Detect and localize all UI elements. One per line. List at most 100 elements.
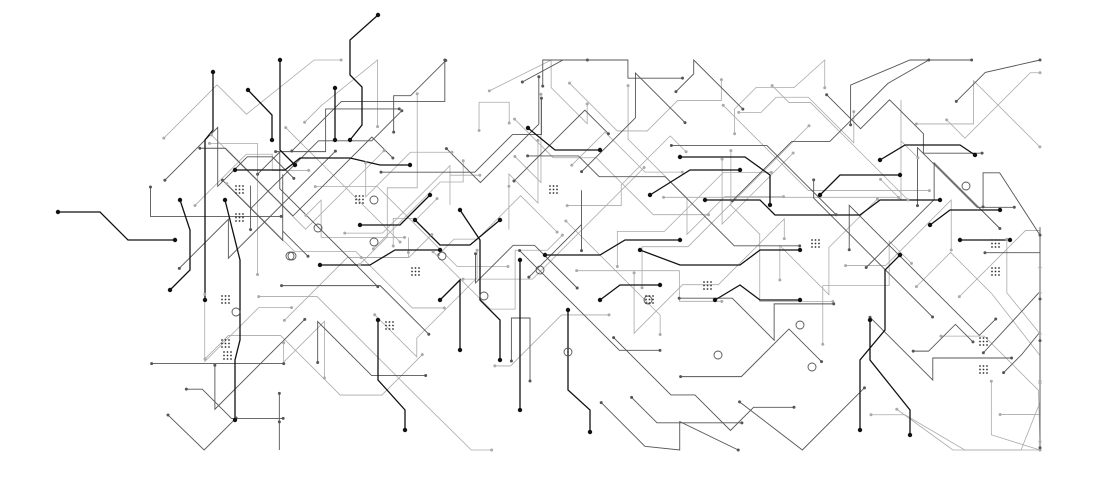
- grid-dot: [230, 351, 232, 353]
- node-dot: [282, 341, 286, 345]
- node-dot: [580, 249, 584, 253]
- grid-dot: [991, 246, 993, 248]
- node-dot: [166, 413, 170, 417]
- grid-dot: [242, 216, 244, 219]
- grid-dot: [979, 372, 981, 374]
- node-dot: [1012, 205, 1016, 209]
- light-trace: [896, 408, 1040, 451]
- node-dot: [517, 407, 523, 413]
- node-dot: [444, 147, 448, 151]
- grid-dot: [228, 346, 230, 348]
- dark-trace: [527, 127, 600, 151]
- node-dot: [658, 348, 662, 352]
- grid-dot: [385, 328, 387, 330]
- node-dot: [513, 117, 517, 121]
- node-dot: [684, 150, 688, 154]
- grid-dot: [703, 284, 705, 287]
- node-dot: [424, 374, 428, 378]
- node-dot: [232, 417, 238, 423]
- node-dot: [209, 133, 213, 137]
- node-dot: [823, 86, 827, 90]
- node-dot: [280, 284, 284, 288]
- node-dot: [507, 121, 511, 125]
- node-dot: [737, 167, 743, 173]
- light-trace: [258, 296, 492, 451]
- grid-dot: [986, 372, 988, 374]
- node-dot: [198, 146, 202, 150]
- grid-dot: [818, 246, 820, 248]
- dark-trace: [320, 249, 440, 266]
- node-dot: [971, 340, 975, 344]
- light-trace: [734, 59, 826, 134]
- grid-dot: [979, 344, 981, 346]
- node-dot: [371, 247, 375, 251]
- node-dot: [442, 306, 446, 310]
- mid-trace: [275, 108, 400, 153]
- grid-dot: [385, 321, 387, 323]
- dark-trace: [545, 239, 680, 256]
- node-dot: [737, 110, 741, 114]
- node-dot: [403, 235, 407, 239]
- mid-trace: [913, 323, 974, 352]
- node-dot: [769, 170, 773, 174]
- node-dot: [148, 185, 152, 189]
- ring-node: [795, 320, 805, 330]
- node-dot: [972, 152, 978, 158]
- mid-trace: [671, 145, 837, 216]
- node-dot: [277, 57, 283, 63]
- grid-dot: [549, 185, 551, 187]
- node-dot: [1038, 381, 1042, 385]
- mid-trace: [510, 317, 531, 381]
- grid-dot: [228, 342, 230, 345]
- grid-dot: [411, 274, 413, 276]
- light-trace: [463, 167, 645, 280]
- grid-dot: [982, 340, 985, 343]
- ring-node: [713, 350, 723, 360]
- node-dot: [317, 262, 323, 268]
- node-dot: [877, 157, 883, 163]
- node-dot: [55, 209, 61, 215]
- grid-dot: [648, 295, 651, 297]
- grid-dot: [998, 242, 1000, 245]
- node-dot: [797, 297, 803, 303]
- mid-trace: [250, 110, 403, 230]
- node-dot: [162, 136, 166, 140]
- node-dot: [994, 317, 998, 321]
- grid-dot: [998, 274, 1000, 276]
- mid-trace: [983, 290, 1041, 354]
- grid-dot: [355, 195, 357, 197]
- mid-trace: [167, 414, 237, 451]
- light-trace: [779, 198, 878, 296]
- node-dot: [719, 78, 723, 82]
- mid-trace: [675, 58, 744, 110]
- node-dot: [391, 156, 395, 160]
- grid-dot: [224, 339, 227, 341]
- grid-dot: [811, 246, 813, 248]
- node-dot: [332, 137, 338, 143]
- grid-dot: [652, 298, 654, 301]
- node-dot: [674, 90, 678, 94]
- node-dot: [632, 271, 636, 275]
- mid-trace: [186, 388, 284, 419]
- node-dot: [527, 275, 531, 279]
- node-dot: [437, 247, 443, 253]
- light-trace: [226, 183, 445, 309]
- grid-dot: [991, 239, 993, 241]
- node-dot: [391, 244, 395, 248]
- dark-trace: [819, 174, 900, 196]
- node-dot: [249, 228, 253, 232]
- node-dot: [375, 317, 381, 323]
- light-trace: [211, 134, 385, 230]
- grid-dot: [228, 298, 230, 301]
- node-dot: [807, 124, 811, 128]
- grid-dot: [358, 202, 361, 204]
- node-dot: [897, 172, 903, 178]
- ring-node: [285, 251, 295, 261]
- node-dot: [415, 92, 419, 96]
- node-dot: [797, 247, 803, 253]
- node-dot: [427, 192, 433, 198]
- node-dot: [568, 81, 572, 85]
- node-dot: [642, 166, 646, 170]
- dark-trace: [414, 219, 501, 246]
- node-dot: [497, 217, 503, 223]
